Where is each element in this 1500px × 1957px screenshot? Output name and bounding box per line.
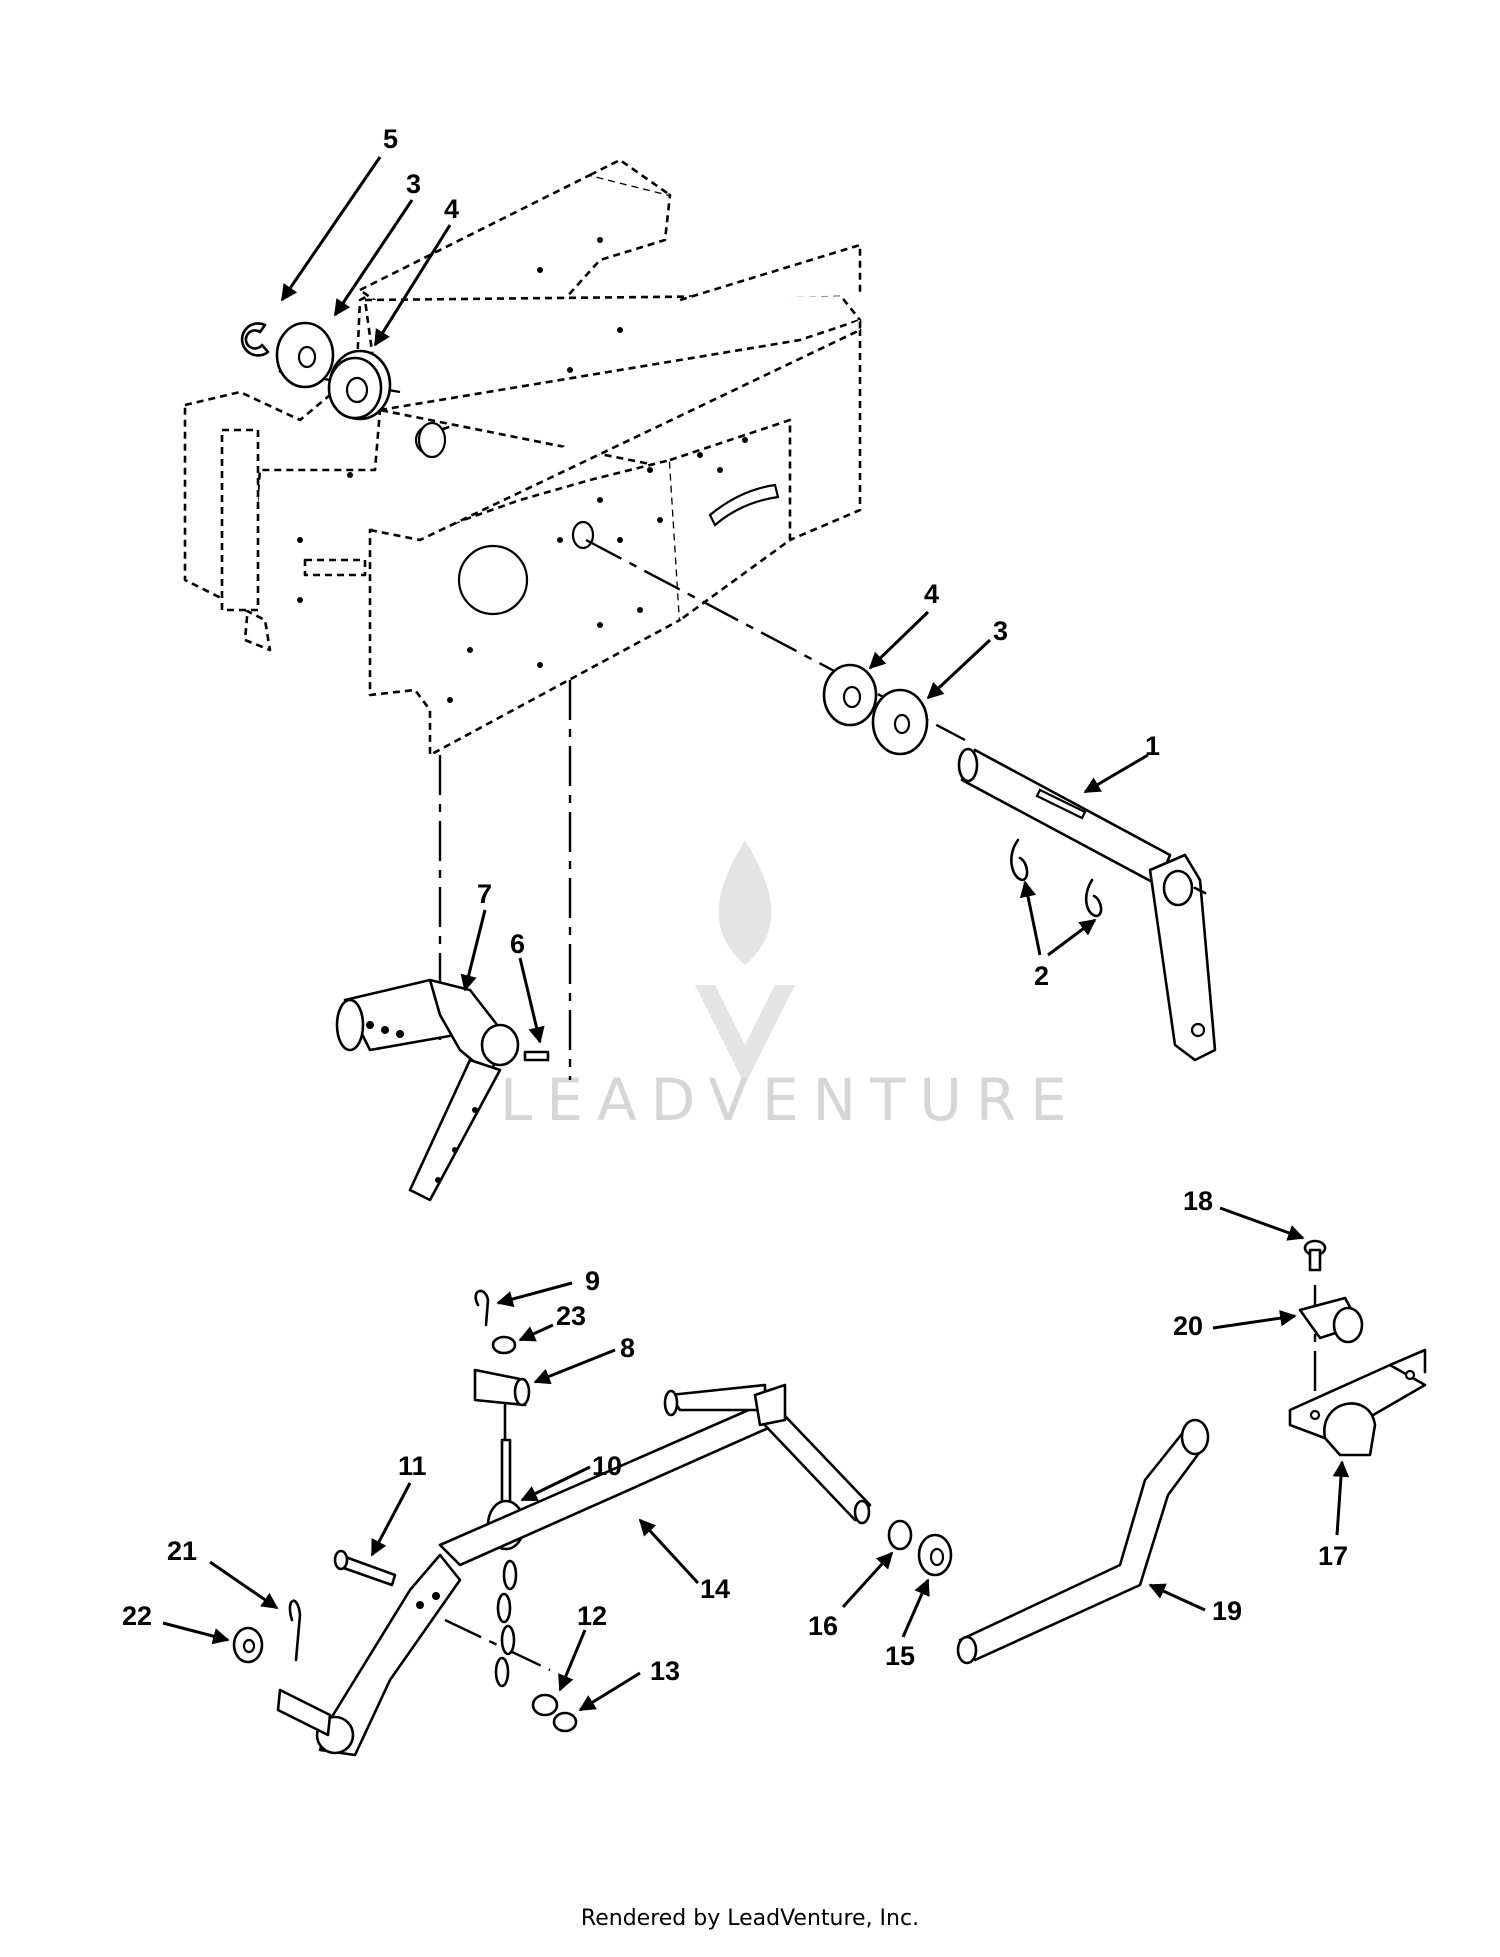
callout-4-upper: 4 xyxy=(444,194,459,224)
watermark-text: LEADVENTURE xyxy=(500,1066,1081,1134)
callout-7: 7 xyxy=(477,879,492,909)
part-8-swivel xyxy=(473,1368,531,1442)
part-10-eyebolt-chain xyxy=(486,1438,526,1688)
part-21-hairpin xyxy=(288,1599,302,1662)
callout-19: 19 xyxy=(1212,1596,1242,1626)
part-9-hairpin xyxy=(474,1289,490,1327)
part-6-key xyxy=(523,1050,550,1062)
part-4-bushing-right xyxy=(822,663,878,727)
callout-21: 21 xyxy=(167,1536,197,1566)
part-7-lift-arm xyxy=(335,978,520,1202)
part-18-bolt xyxy=(1303,1239,1327,1272)
callout-6: 6 xyxy=(510,929,525,959)
callout-4-right: 4 xyxy=(924,579,939,609)
callout-16: 16 xyxy=(808,1611,838,1641)
part-22-washer xyxy=(232,1626,264,1664)
part-3-washer-upper xyxy=(275,321,335,389)
callout-5: 5 xyxy=(383,124,398,154)
part-12-washer xyxy=(531,1693,559,1717)
part-15-bushing xyxy=(917,1533,953,1577)
callout-9: 9 xyxy=(585,1266,600,1296)
callout-3-upper: 3 xyxy=(406,169,421,199)
part-11-bolt xyxy=(333,1549,397,1587)
part-4-bushing-upper xyxy=(327,349,392,421)
part-5-e-ring xyxy=(240,322,270,357)
callout-11: 11 xyxy=(398,1451,427,1481)
callout-13: 13 xyxy=(650,1656,680,1686)
part-23-nut xyxy=(491,1335,517,1355)
leader-arrows xyxy=(162,156,1350,1712)
callout-1: 1 xyxy=(1145,731,1160,761)
callout-18: 18 xyxy=(1183,1186,1213,1216)
frame-assembly xyxy=(183,158,862,757)
watermark-logo: LEADVENTURE xyxy=(500,840,1081,1134)
callout-12: 12 xyxy=(577,1601,607,1631)
part-20-clamp xyxy=(1298,1296,1364,1344)
callout-labels: 5 3 4 4 3 1 2 7 6 9 23 8 10 11 14 12 13 … xyxy=(122,124,1348,1686)
part-17-bracket xyxy=(1288,1348,1427,1457)
part-2-hairpin-clips xyxy=(1010,838,1103,918)
part-1-lift-shaft xyxy=(957,747,1217,1062)
part-3-washer-right xyxy=(871,688,929,756)
part-16-ring xyxy=(887,1519,913,1551)
callout-8: 8 xyxy=(620,1333,635,1363)
callout-3-right: 3 xyxy=(993,616,1008,646)
callout-15: 15 xyxy=(885,1641,915,1671)
callout-10: 10 xyxy=(592,1451,622,1481)
callout-14: 14 xyxy=(700,1574,730,1604)
callout-22: 22 xyxy=(122,1601,152,1631)
callout-20: 20 xyxy=(1173,1311,1203,1341)
part-13-nut xyxy=(552,1711,578,1733)
callout-23: 23 xyxy=(556,1301,586,1331)
footer-credit: Rendered by LeadVenture, Inc. xyxy=(580,1906,920,1931)
callout-2: 2 xyxy=(1034,961,1049,991)
callout-17: 17 xyxy=(1318,1541,1348,1571)
part-14-lift-bar xyxy=(276,1383,872,1757)
part-19-handle-rod xyxy=(956,1418,1210,1665)
